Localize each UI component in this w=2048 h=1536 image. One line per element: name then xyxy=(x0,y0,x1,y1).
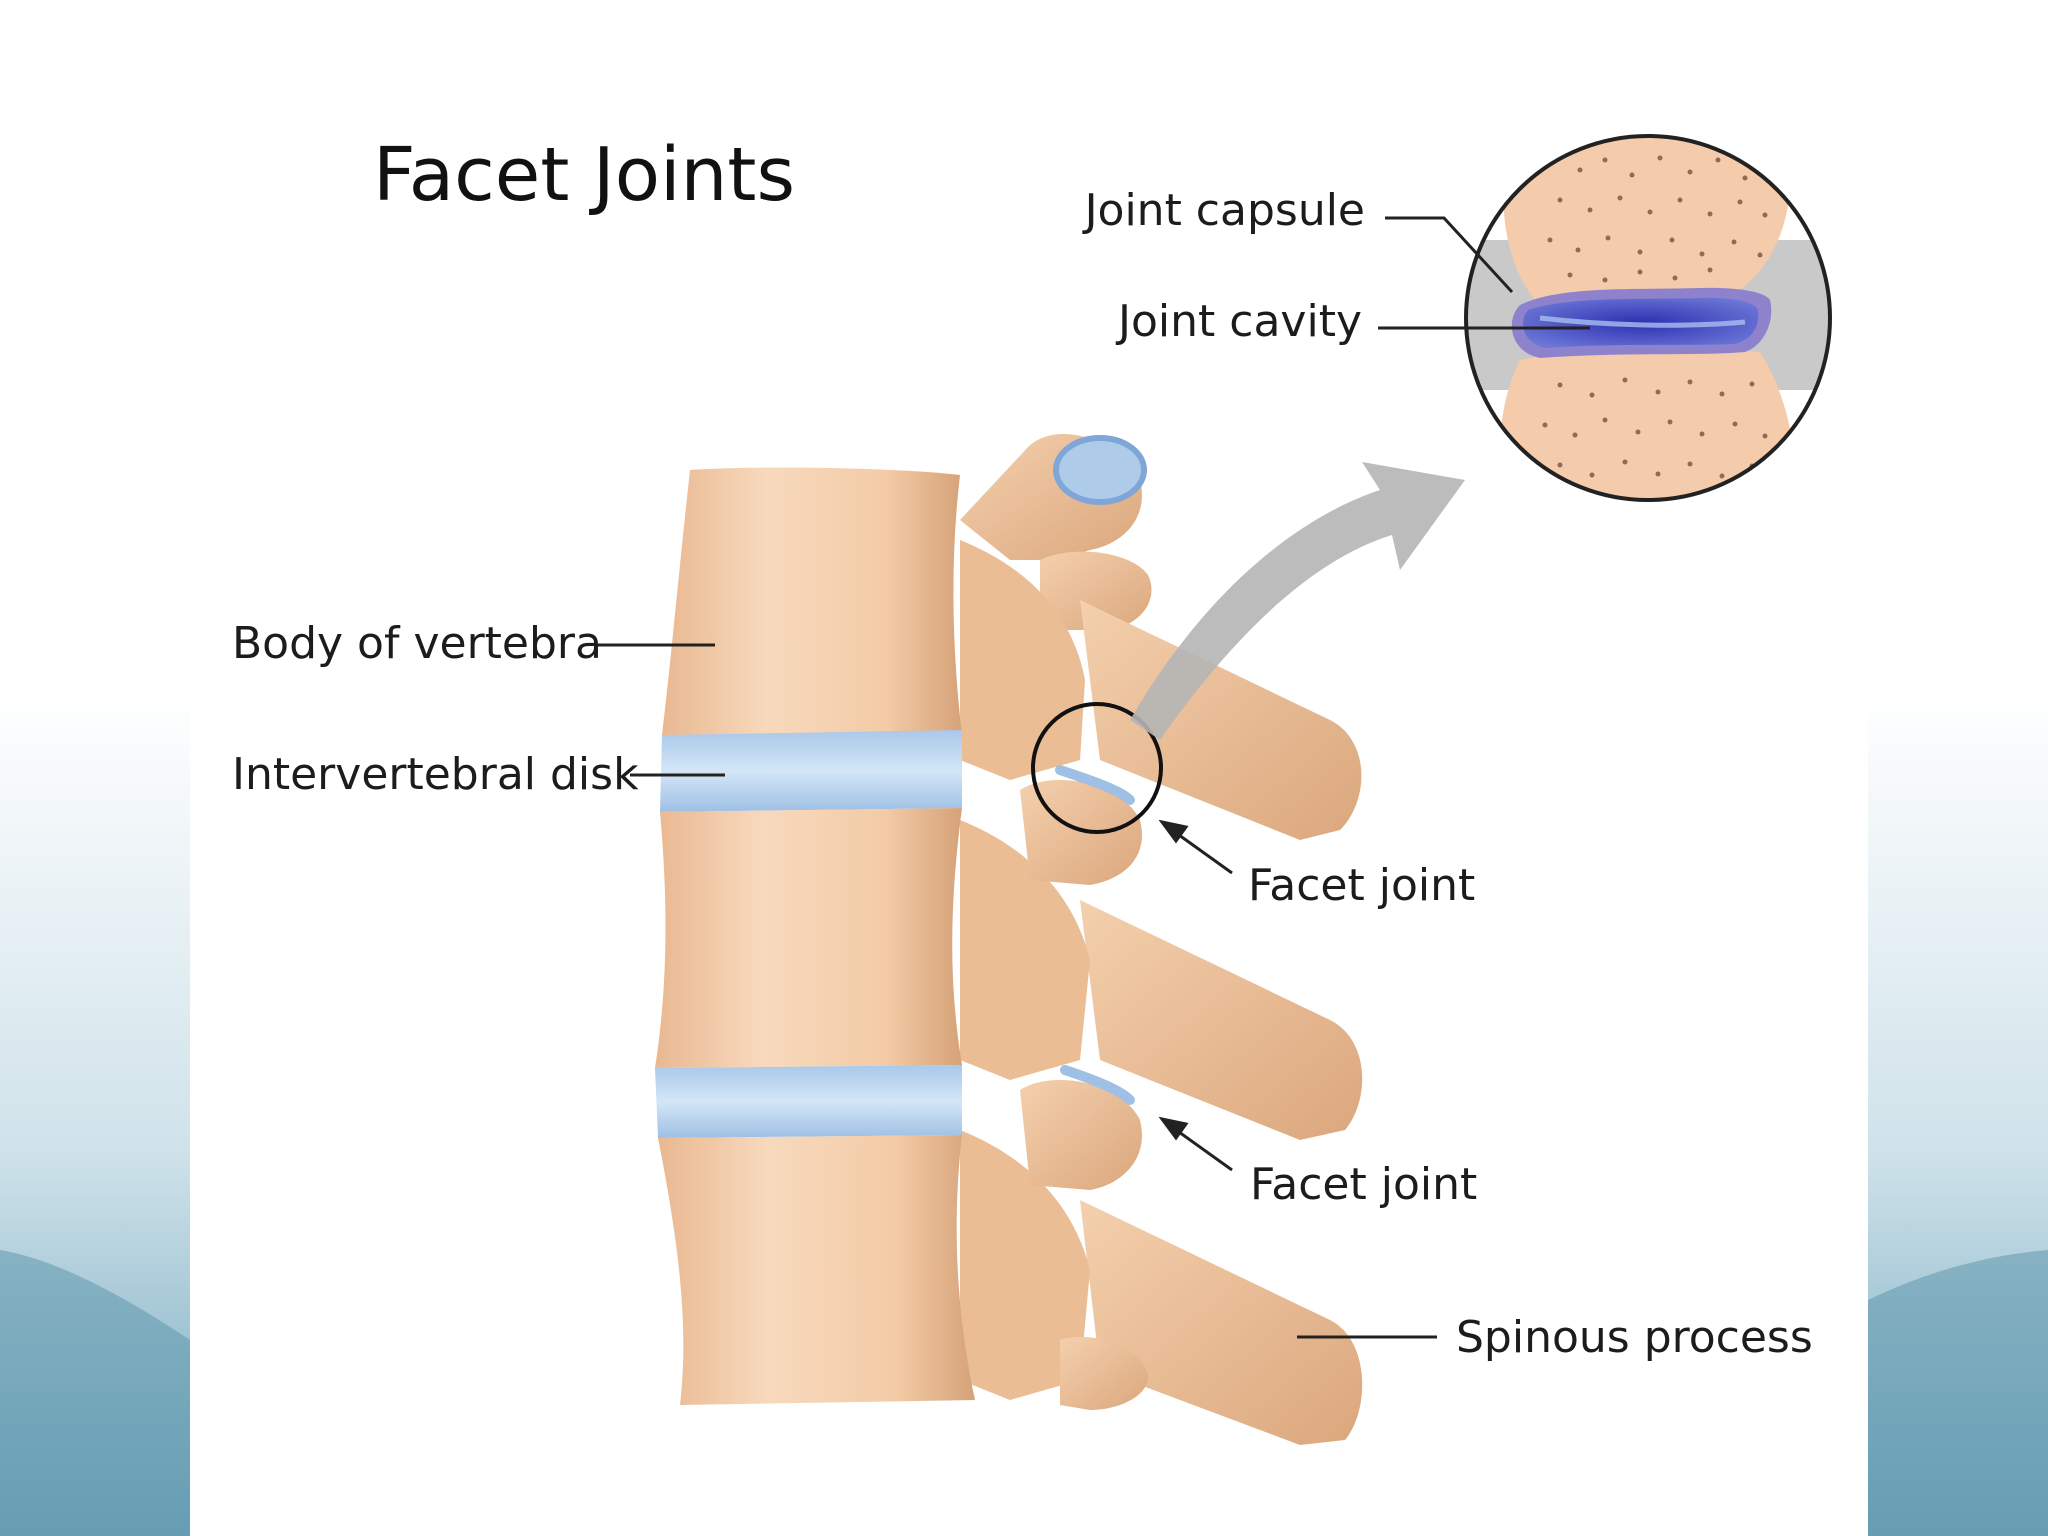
intervertebral-disk-2 xyxy=(655,1065,962,1138)
magnified-joint-view xyxy=(1464,134,1832,502)
intervertebral-disk-1 xyxy=(660,730,962,812)
facet-joint-gap-2 xyxy=(1060,1065,1135,1105)
label-spinous-process: Spinous process xyxy=(1456,1312,1813,1363)
arrowhead-facet-joint-upper xyxy=(1158,819,1189,844)
upper-facet-surface xyxy=(1053,435,1147,505)
backdrop-wave-left xyxy=(0,1250,190,1536)
leader-lines xyxy=(595,216,1590,1339)
facet-joint-highlight-ring xyxy=(1031,702,1163,834)
vertebral-body-2 xyxy=(655,808,962,1068)
arrow-facet-joint-upper xyxy=(1171,828,1233,875)
lower-bone-head xyxy=(1500,347,1794,500)
leader-joint-capsule xyxy=(1385,216,1514,294)
upper-facet-lobe xyxy=(1040,551,1152,630)
pedicle-2 xyxy=(960,820,1090,1080)
facet-arrows xyxy=(1158,819,1233,1172)
label-facet-joint-upper: Facet joint xyxy=(1248,860,1475,911)
spine-illustration xyxy=(655,433,1363,1445)
vertebral-body-1 xyxy=(662,467,962,735)
spinous-process-2 xyxy=(1080,900,1363,1140)
cavity-shine xyxy=(1539,315,1746,328)
label-joint-capsule: Joint capsule xyxy=(1082,185,1365,236)
facet-lobe-2 xyxy=(1020,780,1142,885)
label-joint-cavity: Joint cavity xyxy=(1115,296,1362,347)
label-body-of-vertebra: Body of vertebra xyxy=(232,618,602,669)
arrowhead-facet-joint-lower xyxy=(1158,1116,1189,1141)
facet-joint-gap-1 xyxy=(1055,765,1135,805)
backdrop-wave-right xyxy=(1868,1250,2048,1536)
upper-bone-head xyxy=(1503,136,1791,305)
spinous-process-1 xyxy=(1080,600,1362,840)
facet-lobe-4 xyxy=(1060,1336,1149,1410)
arrow-facet-joint-lower xyxy=(1171,1125,1233,1172)
magnifier-ring xyxy=(1464,134,1832,502)
spinous-process-3 xyxy=(1080,1200,1363,1445)
bone-texture xyxy=(1542,155,1768,479)
facet-lobe-3 xyxy=(1020,1080,1142,1190)
label-facet-joint-lower: Facet joint xyxy=(1250,1159,1477,1210)
zoom-arrow xyxy=(1130,462,1465,740)
diagram-title: Facet Joints xyxy=(373,132,795,218)
pedicle-3 xyxy=(960,1130,1090,1400)
label-intervertebral-disk: Intervertebral disk xyxy=(232,749,639,800)
vertebral-body-3 xyxy=(658,1135,975,1405)
